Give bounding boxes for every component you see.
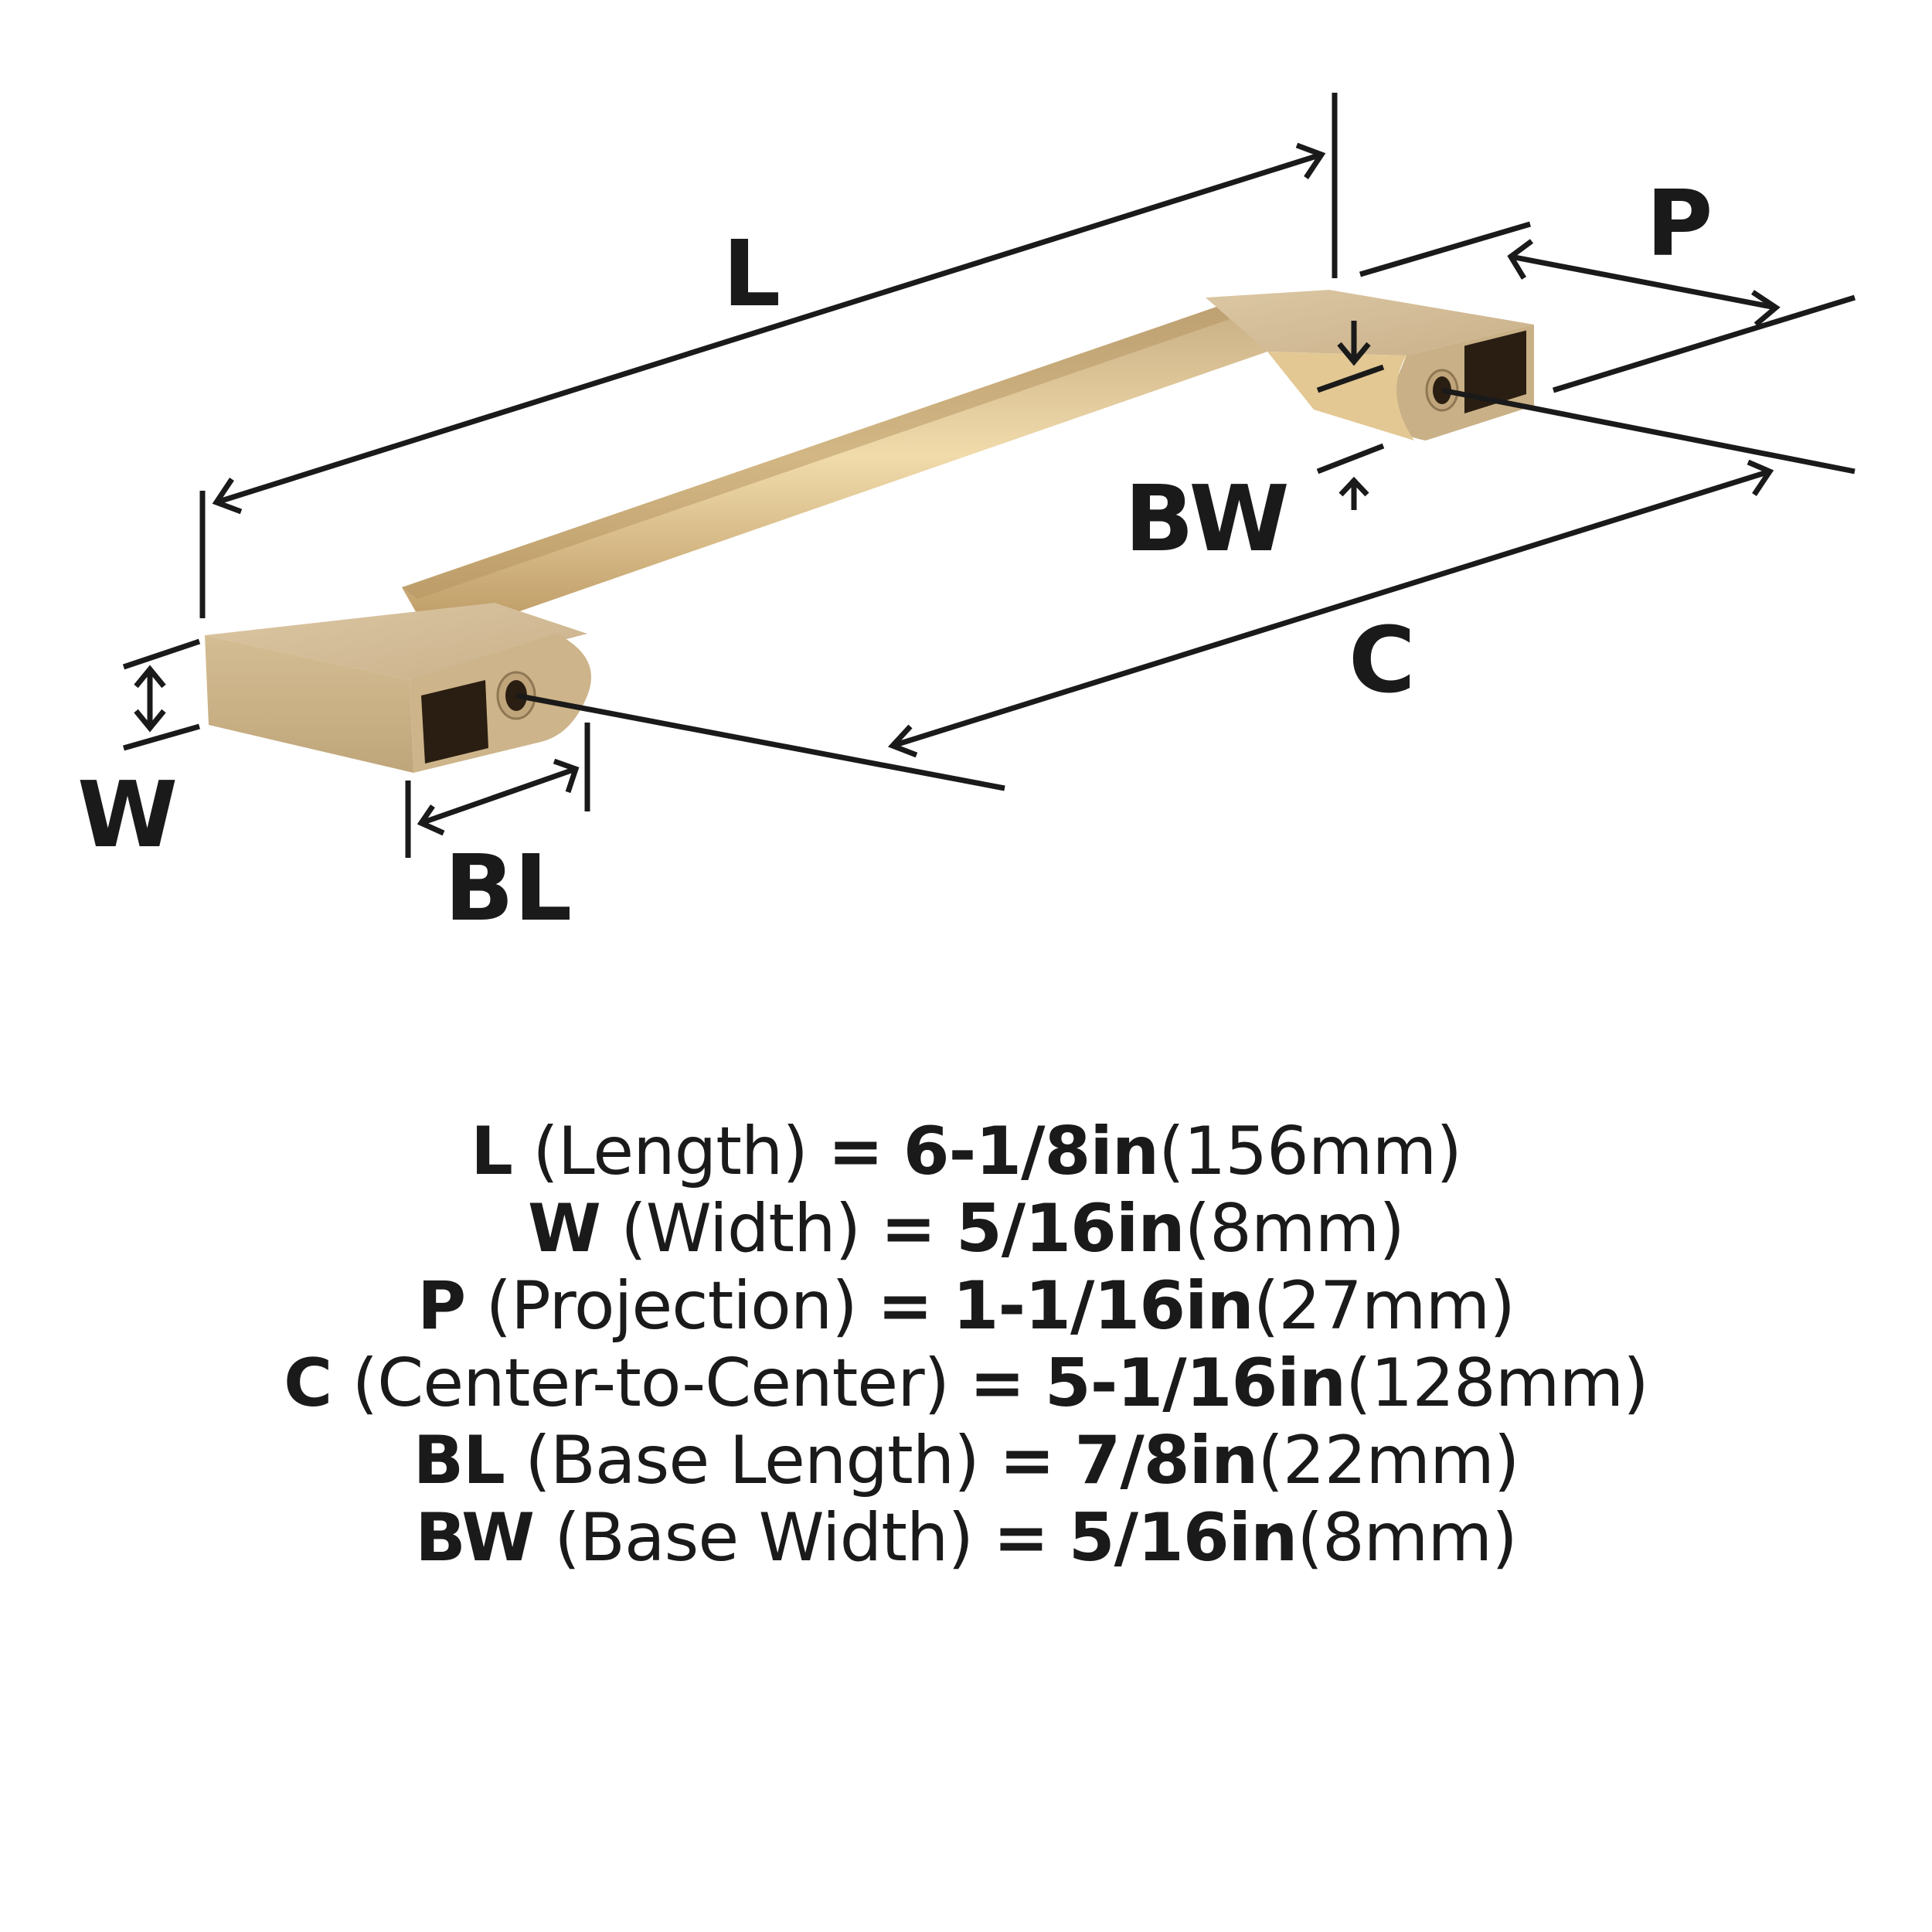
bl-dimension-line xyxy=(420,766,577,826)
spec-row-base-length: BL (Base Length) = 7/8in(22mm) xyxy=(0,1422,1932,1499)
spec-inch-value: 7/8in xyxy=(1074,1422,1259,1499)
dimension-diagram: L P BW C W BL xyxy=(77,93,1856,941)
spec-code: L xyxy=(471,1113,513,1190)
spec-row-base-width: BW (Base Width) = 5/16in(8mm) xyxy=(0,1499,1932,1577)
spec-code: W xyxy=(528,1190,601,1267)
spec-mm-value: (8mm) xyxy=(1184,1190,1405,1267)
spec-code: BW xyxy=(415,1499,535,1577)
label-bw: BW xyxy=(1124,465,1290,572)
spec-equals: = xyxy=(969,1345,1025,1422)
spec-equals: = xyxy=(877,1267,933,1345)
spec-code: BL xyxy=(413,1422,505,1499)
spec-mm-value: (128mm) xyxy=(1345,1345,1649,1422)
spec-inch-value: 5-1/16in xyxy=(1044,1345,1346,1422)
spec-mm-value: (156mm) xyxy=(1158,1113,1462,1190)
label-w: W xyxy=(77,761,178,868)
spec-row-width: W (Width) = 5/16in(8mm) xyxy=(0,1190,1932,1267)
spec-mm-value: (27mm) xyxy=(1253,1267,1515,1345)
spec-mm-value: (22mm) xyxy=(1257,1422,1519,1499)
spec-equals: = xyxy=(999,1422,1055,1499)
spec-name: (Base Length) xyxy=(525,1422,979,1499)
left-base xyxy=(205,603,591,773)
label-bl: BL xyxy=(444,835,572,941)
spec-inch-value: 5/16in xyxy=(1068,1499,1298,1577)
spec-row-length: L (Length) = 6-1/8in(156mm) xyxy=(0,1113,1932,1190)
spec-row-center-to-center: C (Center-to-Center) = 5-1/16in(128mm) xyxy=(0,1345,1932,1422)
dimension-lines xyxy=(122,93,1856,858)
handle-bar xyxy=(402,305,1267,641)
spec-row-projection: P (Projection) = 1-1/16in(27mm) xyxy=(0,1267,1932,1345)
spec-equals: = xyxy=(828,1113,883,1190)
spec-inch-value: 6-1/8in xyxy=(903,1113,1159,1190)
spec-name: (Projection) xyxy=(485,1267,858,1345)
spec-name: (Length) xyxy=(532,1113,808,1190)
label-p: P xyxy=(1646,170,1713,277)
handle-illustration xyxy=(205,290,1534,773)
spec-name: (Base Width) xyxy=(554,1499,974,1577)
spec-mm-value: (8mm) xyxy=(1297,1499,1517,1577)
label-c: C xyxy=(1349,607,1416,713)
dimension-spec-list: L (Length) = 6-1/8in(156mm) W (Width) = … xyxy=(0,1113,1932,1577)
c-dimension-line xyxy=(891,468,1771,749)
spec-name: (Center-to-Center) xyxy=(352,1345,951,1422)
left-base-cavity xyxy=(421,680,488,764)
label-l: L xyxy=(723,220,781,327)
l-dimension-line xyxy=(215,151,1323,505)
p-dimension-line xyxy=(1510,253,1777,311)
spec-code: P xyxy=(417,1267,466,1345)
right-base xyxy=(1206,290,1534,440)
spec-inch-value: 1-1/16in xyxy=(952,1267,1254,1345)
spec-name: (Width) xyxy=(621,1190,861,1267)
spec-code: C xyxy=(284,1345,332,1422)
spec-equals: = xyxy=(993,1499,1049,1577)
spec-equals: = xyxy=(880,1190,937,1267)
spec-inch-value: 5/16in xyxy=(955,1190,1185,1267)
